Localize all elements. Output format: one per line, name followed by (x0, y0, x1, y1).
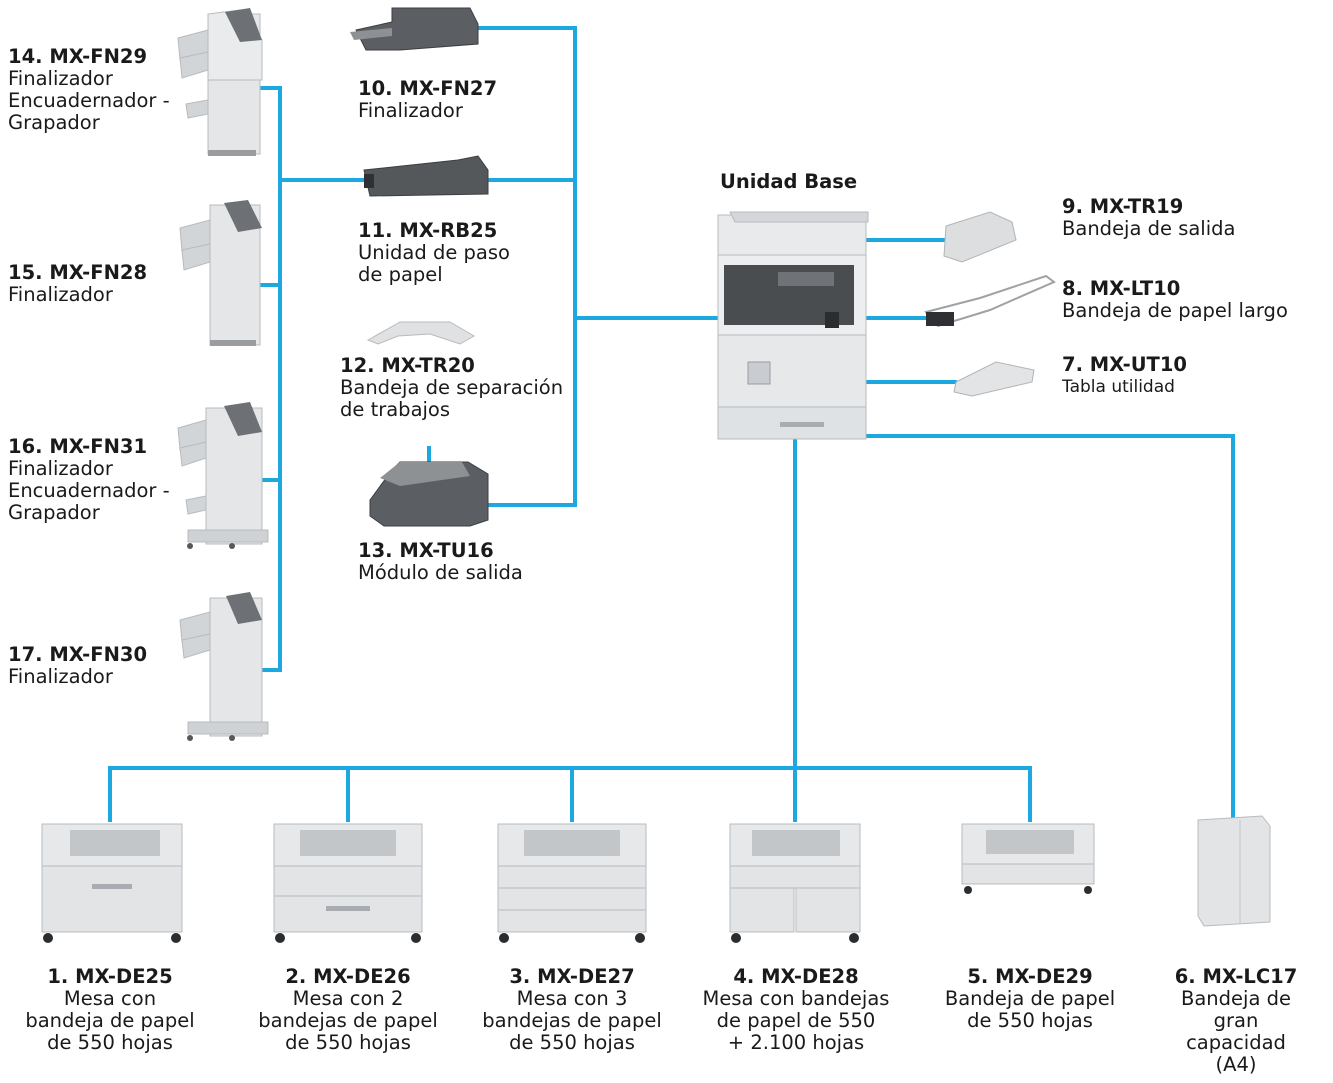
ut10-desc: Tabla utilidad (1062, 377, 1175, 397)
label-ut10: 7. MX-UT10 Tabla utilidad (1062, 354, 1187, 398)
fn29-desc: Finalizador Encuadernador - Grapador (8, 67, 170, 134)
output-tray-tr19-image (943, 211, 1017, 263)
lc17-desc: Bandeja de gran capacidad (A4) (1180, 987, 1291, 1076)
rb25-desc: Unidad de paso de papel (358, 241, 510, 286)
de27-code: 3. MX-DE27 (509, 965, 635, 988)
finisher-fn28-image (179, 200, 262, 346)
label-de29: 5. MX-DE29 Bandeja de papel de 550 hojas (945, 966, 1115, 1032)
tr20-code: 12. MX-TR20 (340, 354, 475, 377)
tu16-code: 13. MX-TU16 (358, 539, 494, 562)
fn30-desc: Finalizador (8, 665, 113, 688)
de26-desc: Mesa con 2 bandejas de papel de 550 hoja… (258, 987, 438, 1054)
label-fn28: 15. MX-FN28 Finalizador (8, 262, 147, 306)
lt10-code: 8. MX-LT10 (1062, 277, 1181, 300)
label-fn30: 17. MX-FN30 Finalizador (8, 644, 147, 688)
de28-desc: Mesa con bandejas de papel de 550 + 2.10… (702, 987, 890, 1054)
label-rb25: 11. MX-RB25 Unidad de paso de papel (358, 220, 510, 286)
utility-table-ut10-image (953, 361, 1035, 397)
label-lt10: 8. MX-LT10 Bandeja de papel largo (1062, 278, 1288, 322)
de29-desc: Bandeja de papel de 550 hojas (944, 987, 1116, 1032)
fn28-desc: Finalizador (8, 283, 113, 306)
tu16-desc: Módulo de salida (358, 561, 523, 584)
de28-code: 4. MX-DE28 (733, 965, 859, 988)
stand-de29-image (961, 823, 1095, 894)
fn27-code: 10. MX-FN27 (358, 77, 498, 100)
de26-code: 2. MX-DE26 (285, 965, 411, 988)
fn28-code: 15. MX-FN28 (8, 261, 148, 284)
lc17-code: 6. MX-LC17 (1174, 965, 1298, 988)
paper-pass-unit-rb25-image (363, 155, 489, 197)
label-tr19: 9. MX-TR19 Bandeja de salida (1062, 196, 1235, 240)
label-fn27: 10. MX-FN27 Finalizador (358, 78, 497, 122)
label-tr20: 12. MX-TR20 Bandeja de separación de tra… (340, 355, 563, 421)
fn31-code: 16. MX-FN31 (8, 435, 148, 458)
job-separator-tray-tr20-image (366, 321, 475, 345)
label-de27: 3. MX-DE27 Mesa con 3 bandejas de papel … (482, 966, 661, 1054)
stand-de27-image (497, 823, 647, 943)
tr19-code: 9. MX-TR19 (1062, 195, 1184, 218)
base-unit-image (717, 211, 869, 440)
de25-code: 1. MX-DE25 (47, 965, 173, 988)
tr20-desc: Bandeja de separación de trabajos (340, 376, 564, 421)
fn30-code: 17. MX-FN30 (8, 643, 148, 666)
label-de26: 2. MX-DE26 Mesa con 2 bandejas de papel … (258, 966, 437, 1054)
tr19-desc: Bandeja de salida (1062, 217, 1236, 240)
lt10-desc: Bandeja de papel largo (1062, 299, 1288, 322)
finisher-fn31-image (177, 402, 269, 549)
de29-code: 5. MX-DE29 (967, 965, 1093, 988)
label-lc17: 6. MX-LC17 Bandeja de gran capacidad (A4… (1175, 966, 1298, 1076)
stand-de26-image (273, 823, 423, 943)
base-unit-title: Unidad Base (720, 170, 858, 193)
finisher-fn30-image (179, 592, 269, 741)
fn29-code: 14. MX-FN29 (8, 45, 148, 68)
label-de28: 4. MX-DE28 Mesa con bandejas de papel de… (703, 966, 890, 1054)
label-de25: 1. MX-DE25 Mesa con bandeja de papel de … (25, 966, 194, 1054)
large-capacity-tray-lc17-image (1197, 815, 1271, 927)
fn27-desc: Finalizador (358, 99, 463, 122)
rb25-code: 11. MX-RB25 (358, 219, 498, 242)
de27-desc: Mesa con 3 bandejas de papel de 550 hoja… (482, 987, 662, 1054)
output-module-tu16-image (369, 461, 489, 527)
label-fn31: 16. MX-FN31 Finalizador Encuadernador - … (8, 436, 170, 524)
ut10-code: 7. MX-UT10 (1062, 353, 1187, 376)
de25-desc: Mesa con bandeja de papel de 550 hojas (25, 987, 195, 1054)
finisher-fn27-image (350, 7, 479, 51)
stand-de28-image (729, 823, 861, 943)
label-tu16: 13. MX-TU16 Módulo de salida (358, 540, 523, 584)
label-fn29: 14. MX-FN29 Finalizador Encuadernador - … (8, 46, 170, 134)
fn31-desc: Finalizador Encuadernador - Grapador (8, 457, 170, 524)
finisher-fn29-image (177, 8, 263, 156)
stand-de25-image (41, 823, 183, 943)
long-paper-tray-lt10-image (924, 274, 1056, 328)
